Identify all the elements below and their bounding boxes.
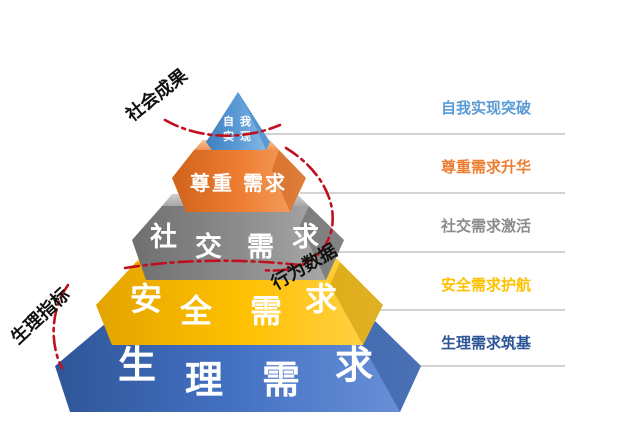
pyramid-level-esteem: 尊 重 需 求 bbox=[172, 140, 306, 212]
arc-top bbox=[163, 118, 282, 137]
level-text-sj-1: 社 bbox=[150, 221, 177, 253]
side-label-safety: 安全需求护航 bbox=[441, 276, 531, 294]
arc-right bbox=[260, 146, 334, 272]
level-text-sj-4: 求 bbox=[292, 222, 319, 253]
level-text-zz-1: 尊 bbox=[190, 171, 210, 195]
level-text-sl-1: 生 bbox=[118, 343, 156, 387]
level-side bbox=[300, 206, 344, 280]
level-side bbox=[238, 92, 270, 150]
connector-lines bbox=[262, 133, 565, 367]
level-text-sl-4: 求 bbox=[335, 343, 373, 387]
side-label-physiological: 生理需求筑基 bbox=[441, 334, 532, 352]
arc-left bbox=[52, 283, 70, 370]
level-text-zz-3: 需 bbox=[243, 171, 263, 195]
level-face bbox=[172, 150, 306, 212]
level-text-zh-4: 现 bbox=[240, 130, 251, 143]
side-label-self-actualization: 自我实现突破 bbox=[441, 99, 531, 117]
annotation-left: 生理指标 bbox=[6, 283, 74, 348]
side-label-esteem: 尊重需求升华 bbox=[441, 158, 531, 176]
level-text-aq-4: 求 bbox=[305, 280, 337, 318]
level-text-zh-1: 自 bbox=[223, 114, 234, 128]
level-text-aq-2: 全 bbox=[179, 292, 213, 330]
level-text-zh-2: 我 bbox=[240, 114, 251, 128]
level-text-aq-3: 需 bbox=[250, 292, 282, 330]
level-text-sl-2: 理 bbox=[185, 358, 223, 402]
level-text-aq-1: 安 bbox=[130, 280, 162, 318]
pyramid-level-self-actualization: 自 我 实 现 bbox=[206, 92, 270, 150]
level-side bbox=[272, 150, 306, 212]
level-face bbox=[206, 92, 270, 150]
level-text-zz-2: 重 bbox=[212, 171, 232, 195]
level-side bbox=[360, 318, 421, 412]
side-label-social: 社交需求激活 bbox=[440, 217, 531, 235]
side-labels: 自我实现突破 尊重需求升华 社交需求激活 安全需求护航 生理需求筑基 bbox=[440, 99, 532, 352]
level-side bbox=[330, 262, 383, 345]
level-text-sl-3: 需 bbox=[262, 358, 300, 402]
level-text-sj-2: 交 bbox=[195, 231, 222, 263]
level-text-sj-3: 需 bbox=[247, 232, 274, 263]
arc-middle bbox=[123, 259, 302, 270]
annotation-top: 社会成果 bbox=[122, 64, 193, 126]
level-text-zz-4: 求 bbox=[265, 171, 286, 195]
level-face bbox=[96, 262, 383, 345]
annotation-arcs bbox=[52, 118, 334, 370]
